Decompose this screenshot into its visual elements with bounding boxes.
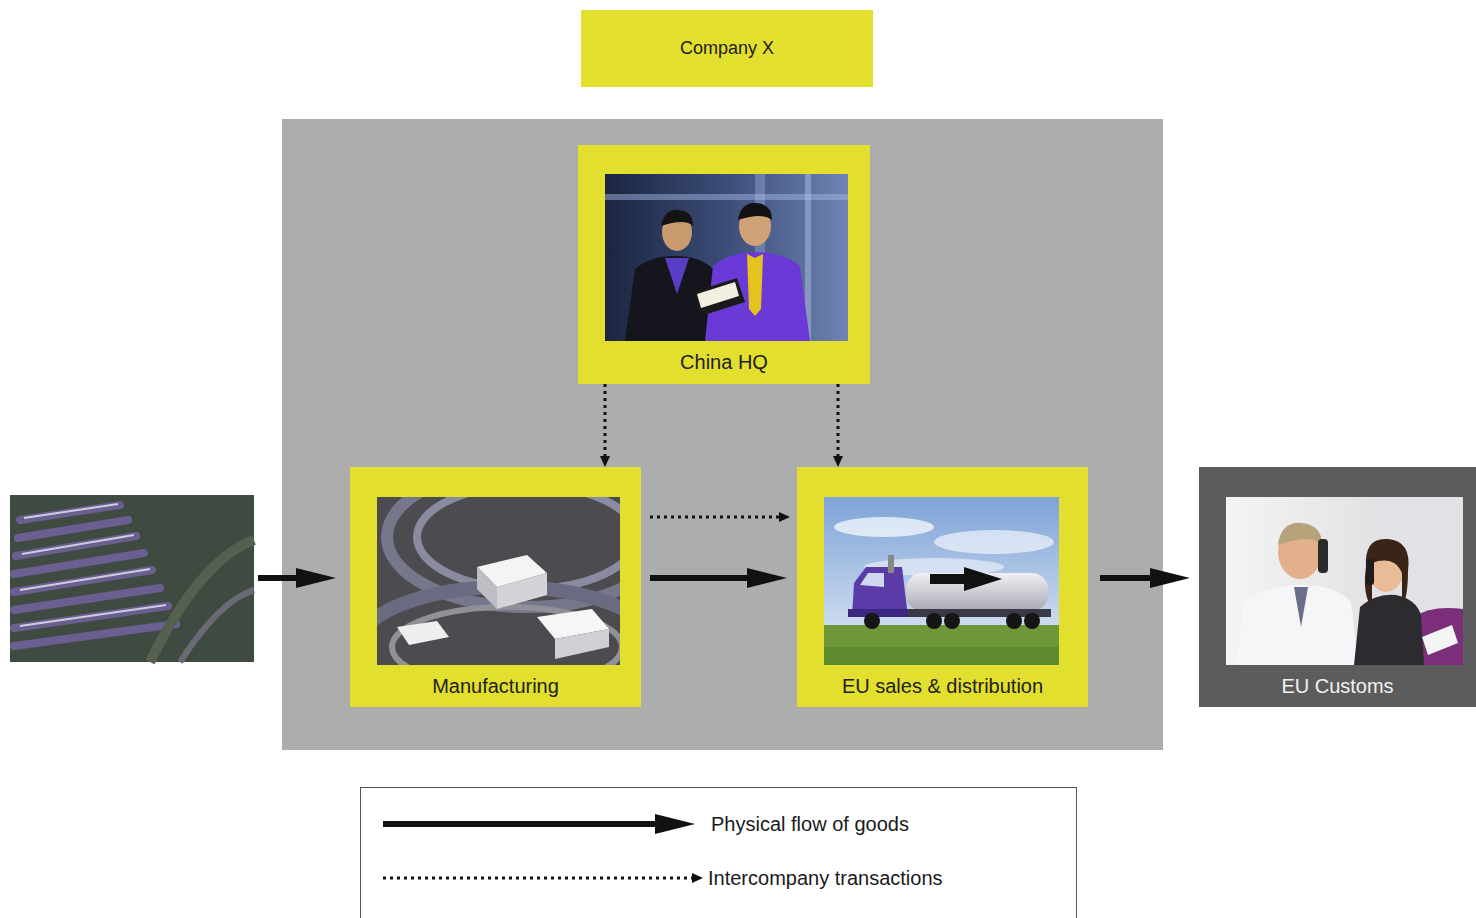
photo-shape (296, 568, 336, 588)
node-label: EU sales & distribution (842, 675, 1043, 698)
photo-shape (20, 605, 166, 626)
legend-line (383, 877, 693, 880)
photo-shape (16, 536, 136, 556)
photo-shape (150, 540, 254, 662)
input-arrow (258, 568, 336, 588)
intercompany-arrow (833, 384, 843, 467)
manufacturing-box: Manufacturing (350, 467, 641, 707)
input-conveyor-photo (10, 495, 254, 662)
photo-shape (22, 535, 134, 554)
photo (824, 497, 1059, 665)
photo-shape (180, 590, 254, 662)
legend-sample (361, 809, 706, 839)
label-band: China HQ (578, 341, 870, 384)
photo-shape (24, 504, 118, 518)
node-label: Company X (680, 38, 774, 59)
photo-shape (10, 495, 254, 662)
distribution-box: EU sales & distribution (797, 467, 1088, 707)
photo (605, 174, 848, 341)
photo-shape (20, 505, 120, 520)
arrowhead (779, 512, 790, 522)
connector-line (650, 575, 759, 581)
legend-label: Intercompany transactions (708, 863, 943, 893)
photo-shape (18, 520, 128, 538)
arrowhead (833, 456, 843, 467)
legend-row: Physical flow of goods (361, 809, 1076, 839)
legend-label: Physical flow of goods (711, 809, 909, 839)
photo-image (377, 497, 620, 665)
label-band: Company X (581, 10, 873, 87)
photo-image (605, 174, 848, 341)
connector-line (837, 384, 840, 459)
photo (1226, 497, 1463, 665)
label-band: EU Customs (1199, 665, 1476, 707)
photo-shape (14, 624, 176, 646)
hq-box: China HQ (578, 145, 870, 384)
goods-flow-arrow (650, 568, 787, 588)
photo-shape (20, 504, 166, 626)
label-band: Manufacturing (350, 665, 641, 707)
arrowhead (600, 456, 610, 467)
intercompany-arrow (600, 384, 610, 467)
arrowhead (747, 568, 787, 588)
label-band: EU sales & distribution (797, 665, 1088, 707)
photo-image (1226, 497, 1463, 665)
legend-row: Intercompany transactions (361, 863, 1076, 893)
arrowhead (1150, 568, 1190, 588)
node-label: China HQ (680, 351, 768, 374)
photo-shape (14, 505, 176, 646)
photo-image (824, 497, 1059, 665)
company-label-box: Company X (581, 10, 873, 87)
legend-box: Physical flow of goodsIntercompany trans… (360, 787, 1077, 918)
intercompany-arrow (650, 512, 790, 522)
connector-line (650, 516, 782, 519)
legend-arrowhead (692, 873, 703, 883)
photo-shape (20, 569, 150, 590)
photo (377, 497, 620, 665)
node-label: EU Customs (1281, 675, 1393, 698)
legend-arrowhead (655, 814, 695, 834)
customer-box: EU Customs (1199, 467, 1476, 707)
goods-flow-arrow (1100, 568, 1190, 588)
node-label: Manufacturing (432, 675, 559, 698)
legend-line (383, 821, 666, 827)
connector-line (604, 384, 607, 459)
legend-sample (361, 863, 706, 893)
